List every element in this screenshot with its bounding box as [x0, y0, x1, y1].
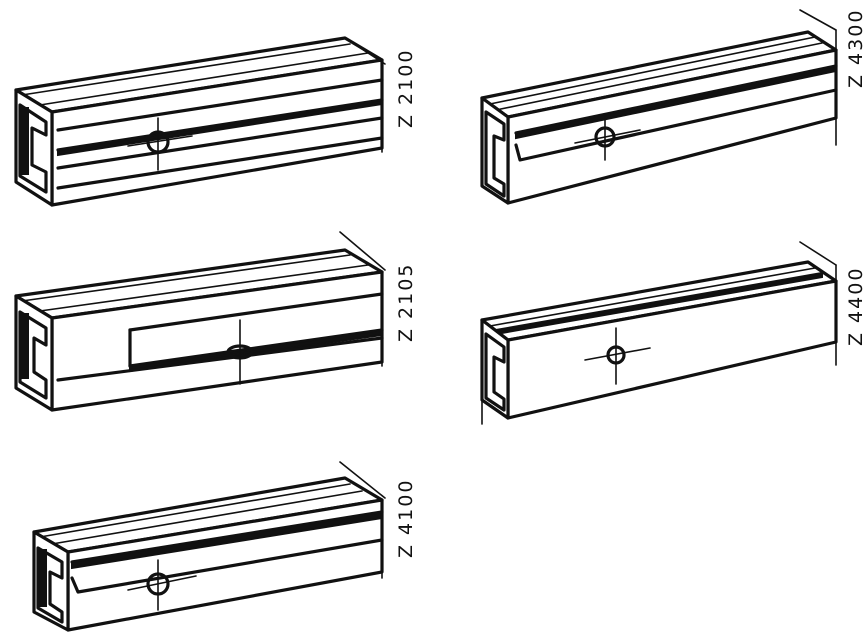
profile-z4100: Z 4100 — [32, 461, 417, 632]
label-z4100: Z 4100 — [395, 479, 417, 558]
profile-z4400: Z 4400 — [480, 241, 866, 425]
label-z2100: Z 2100 — [395, 49, 417, 128]
label-z2105: Z 2105 — [395, 263, 417, 342]
label-z4300: Z 4300 — [845, 9, 866, 88]
label-z4400: Z 4400 — [845, 267, 866, 346]
profile-z2100: Z 2100 — [14, 36, 417, 207]
profile-z4300: Z 4300 — [480, 9, 866, 205]
profile-z2105: Z 2105 — [14, 231, 417, 412]
